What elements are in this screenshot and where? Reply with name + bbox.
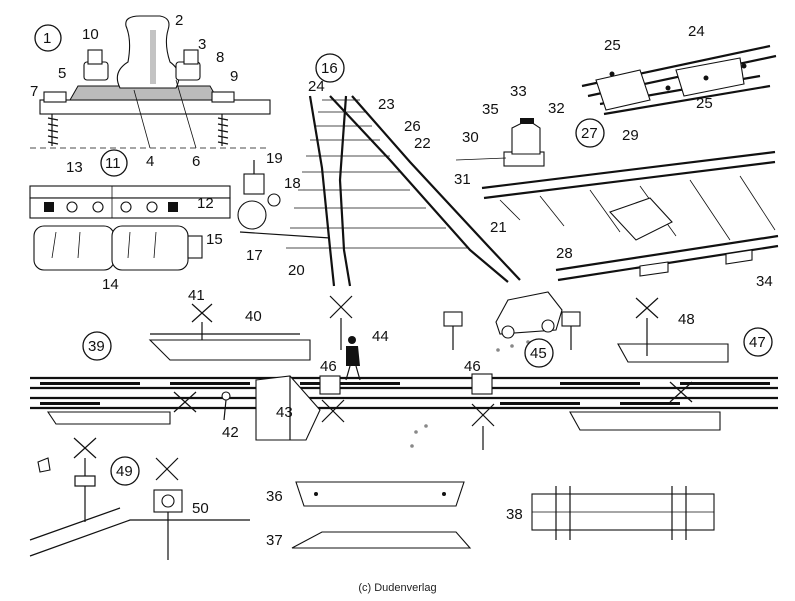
- callout-17: 17: [246, 247, 263, 264]
- callout-39: 39: [88, 338, 105, 355]
- callout-20: 20: [288, 262, 305, 279]
- callout-27: 27: [581, 125, 598, 142]
- callout-2: 2: [175, 12, 183, 29]
- callout-23: 23: [378, 96, 395, 113]
- label-ring-45: [524, 338, 554, 368]
- callout-7: 7: [30, 83, 38, 100]
- point-lock-figure: [455, 118, 779, 282]
- callout-35: 35: [482, 101, 499, 118]
- callout-13: 13: [66, 159, 83, 176]
- callout-29: 29: [622, 127, 639, 144]
- callout-31: 31: [454, 171, 471, 188]
- label-ring-49: [110, 456, 140, 486]
- callout-46-left: 46: [320, 358, 337, 375]
- callout-50: 50: [192, 500, 209, 517]
- label-ring-16: [315, 53, 345, 83]
- turnout-figure: [237, 95, 521, 287]
- callout-49: 49: [116, 463, 133, 480]
- callout-41: 41: [188, 287, 205, 304]
- callout-36: 36: [266, 488, 283, 505]
- callout-25-upper: 25: [604, 37, 621, 54]
- callout-38: 38: [506, 506, 523, 523]
- rail-joint-figure: [29, 185, 231, 271]
- callout-6: 6: [192, 153, 200, 170]
- callout-25-lower: 25: [696, 95, 713, 112]
- level-crossing-scene: [30, 291, 778, 450]
- switch-point-detail: [581, 44, 777, 116]
- callout-21: 21: [490, 219, 507, 236]
- copyright-credit: (c) Dudenverlag: [358, 582, 437, 594]
- callout-8: 8: [216, 49, 224, 66]
- callout-26: 26: [404, 118, 421, 135]
- callout-10: 10: [82, 26, 99, 43]
- callout-30: 30: [462, 129, 479, 146]
- label-ring-1: [34, 24, 62, 52]
- callout-33: 33: [510, 83, 527, 100]
- label-ring-47: [743, 327, 773, 357]
- callout-19: 19: [266, 150, 283, 167]
- callout-32: 32: [548, 100, 565, 117]
- sleeper-figures: [291, 481, 715, 549]
- callout-14: 14: [102, 276, 119, 293]
- callout-48: 48: [678, 311, 695, 328]
- callout-43: 43: [276, 404, 293, 421]
- callout-46-right: 46: [464, 358, 481, 375]
- callout-24-point: 24: [688, 23, 705, 40]
- callout-45: 45: [530, 345, 547, 362]
- callout-9: 9: [230, 68, 238, 85]
- callout-34: 34: [756, 273, 773, 290]
- label-ring-27: [575, 118, 605, 148]
- callout-37: 37: [266, 532, 283, 549]
- callout-12: 12: [197, 195, 214, 212]
- callout-40: 40: [245, 308, 262, 325]
- callout-24-turnout: 24: [308, 78, 325, 95]
- callout-15: 15: [206, 231, 223, 248]
- callout-22: 22: [414, 135, 431, 152]
- callout-44: 44: [372, 328, 389, 345]
- label-ring-39: [82, 331, 112, 361]
- rail-fastening-figure: [30, 15, 271, 149]
- callout-5: 5: [58, 65, 66, 82]
- callout-1: 1: [43, 30, 51, 47]
- label-ring-11: [100, 149, 128, 177]
- callout-3: 3: [198, 36, 206, 53]
- warning-signal-figure: [29, 437, 250, 560]
- callout-16: 16: [321, 60, 338, 77]
- callout-18: 18: [284, 175, 301, 192]
- callout-28: 28: [556, 245, 573, 262]
- callout-47: 47: [749, 334, 766, 351]
- callout-42: 42: [222, 424, 239, 441]
- callout-11: 11: [105, 155, 121, 172]
- callout-4: 4: [146, 153, 154, 170]
